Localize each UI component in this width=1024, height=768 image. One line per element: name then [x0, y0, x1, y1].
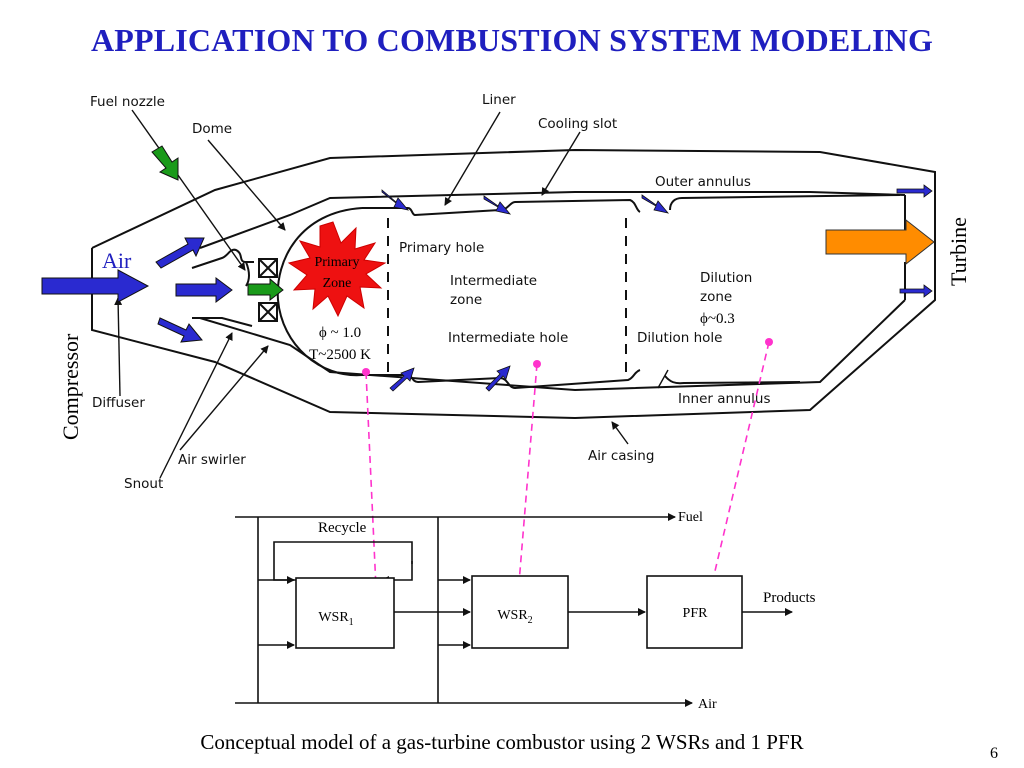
inlet-arrow-lower [157, 317, 203, 343]
fuel-injection-arrow [247, 277, 284, 302]
air-line-label: Air [698, 697, 717, 712]
label-primary-hole: Primary hole [399, 240, 484, 256]
label-liner: Liner [482, 92, 516, 108]
label-phi-dilution: ϕ~0.3 [700, 311, 735, 327]
label-compressor: Compressor [58, 333, 83, 440]
page-number: 6 [990, 745, 998, 762]
reactor-network [235, 513, 793, 707]
snout-upper [191, 248, 254, 269]
link-dots [362, 338, 773, 592]
label-outer-annulus: Outer annulus [655, 174, 751, 190]
label-inner-annulus: Inner annulus [678, 391, 771, 407]
air-arrows [41, 237, 233, 343]
label-intermediate-zone-1: Intermediate [450, 273, 537, 289]
slide-title: APPLICATION TO COMBUSTION SYSTEM MODELIN… [90, 22, 934, 58]
label-fuel-nozzle: Fuel nozzle [90, 94, 165, 110]
dilution-jet-mark [657, 369, 669, 389]
label-dilution-hole: Dilution hole [637, 330, 722, 346]
label-air-swirler: Air swirler [178, 452, 246, 468]
inlet-arrow-upper [155, 237, 205, 269]
fuel-line-label: Fuel [678, 510, 703, 525]
wsr2-label: WSR2 [497, 608, 532, 626]
label-diffuser: Diffuser [92, 395, 145, 411]
swirler-assembly [191, 248, 278, 327]
inlet-arrow-middle [175, 277, 233, 303]
wsr1-label: WSR1 [318, 610, 353, 628]
turbine-arrow [825, 218, 935, 266]
label-temp-primary: T~2500 K [309, 347, 371, 363]
nozzle-tip [245, 261, 250, 287]
combustor-casing [91, 148, 936, 420]
label-turbine: Turbine [946, 217, 971, 286]
snout-lower [192, 317, 253, 327]
label-air: Air [102, 248, 132, 273]
air-casing-outer [91, 148, 936, 265]
label-dilution-zone-1: Dilution [700, 270, 752, 286]
fuel-arrows [151, 145, 284, 302]
label-phi-primary: ϕ ~ 1.0 [319, 325, 361, 341]
jet-arrows [381, 184, 933, 392]
swirler-top [258, 258, 278, 278]
label-dilution-zone-2: zone [700, 289, 732, 305]
swirler-bottom [258, 302, 278, 322]
wsr2-box [471, 575, 569, 649]
label-intermediate-zone-2: zone [450, 292, 482, 308]
label-primary-zone-1: Primary [314, 255, 359, 270]
fuel-nozzle-arrow [151, 145, 179, 181]
air-casing-inner [91, 248, 936, 420]
label-dome: Dome [192, 121, 232, 137]
label-intermediate-hole: Intermediate hole [448, 330, 568, 346]
pointer-lines [114, 109, 629, 479]
products-label: Products [763, 590, 816, 606]
slide-caption: Conceptual model of a gas-turbine combus… [200, 730, 804, 754]
label-primary-zone-2: Zone [323, 276, 352, 291]
recycle-label: Recycle [318, 520, 367, 536]
liner [276, 194, 901, 390]
dome-outline [276, 207, 363, 377]
label-cooling-slot: Cooling slot [538, 116, 617, 132]
primary-zone-flame [287, 221, 387, 318]
compressor-air-arrow [41, 269, 150, 303]
pfr-box [646, 575, 743, 649]
label-snout: Snout [124, 476, 163, 492]
zone-to-reactor-links [365, 341, 770, 589]
wsr1-box [295, 577, 395, 649]
pfr-label: PFR [683, 606, 709, 621]
label-air-casing: Air casing [588, 448, 654, 464]
